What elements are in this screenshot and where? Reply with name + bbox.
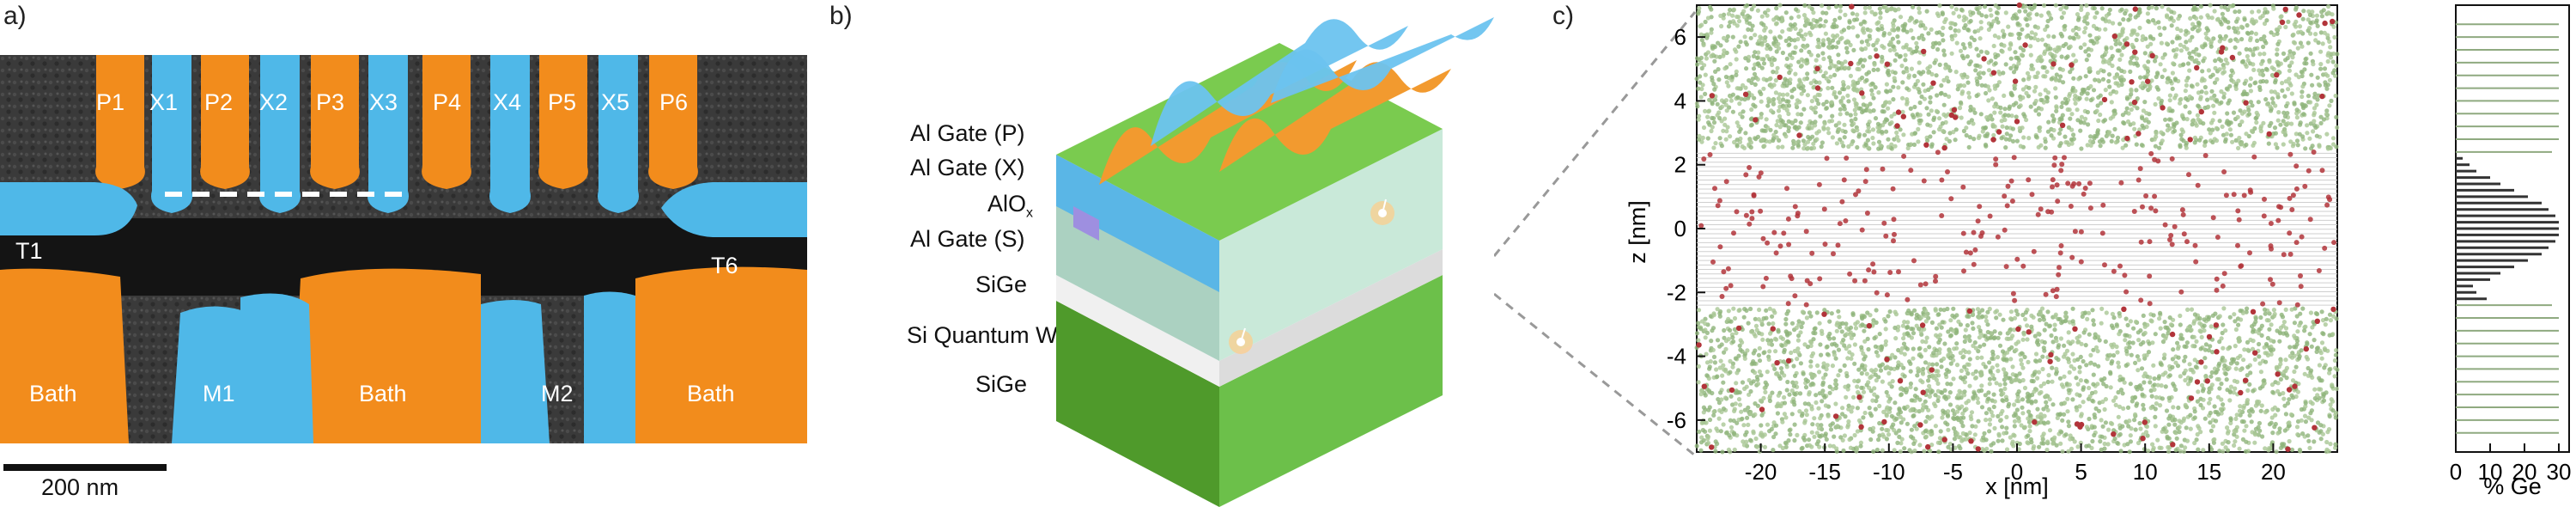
- layer-label-alox: AlOx: [987, 191, 1033, 221]
- scatter-y-tick-label: 6: [1674, 24, 1686, 50]
- gate-label-p4: P4: [433, 89, 461, 116]
- scatter-x-tick-label: -5: [1943, 459, 1963, 485]
- bath-gate-left: [0, 269, 129, 443]
- gate-label-x5: X5: [601, 89, 629, 116]
- scatter-x-tick-label: 5: [2075, 459, 2087, 485]
- plunger-gate-finger: [200, 55, 250, 189]
- scatter-x-tick-label: -15: [1808, 459, 1841, 485]
- scatter-y-tick-label: -2: [1667, 279, 1686, 305]
- exchange-gate-finger: [489, 55, 531, 213]
- scatter-x-tick-label: 10: [2133, 459, 2158, 485]
- gate-label-x1: X1: [149, 89, 178, 116]
- plunger-gate-finger: [422, 55, 471, 189]
- scatter-y-tick-label: 2: [1674, 152, 1686, 178]
- m2-label: M2: [541, 381, 574, 407]
- bath-gate-right: [635, 267, 807, 443]
- plunger-gate-finger: [538, 55, 588, 189]
- device-stack-illustration: [1048, 17, 1494, 507]
- m2-gate: [481, 300, 550, 443]
- bath-label-middle: Bath: [359, 381, 407, 407]
- layer-label-sige-top: SiGe: [975, 272, 1027, 298]
- exchange-gate-finger: [259, 55, 301, 213]
- m1-label: M1: [203, 381, 235, 407]
- exchange-gate-finger: [368, 55, 409, 213]
- m1-gate-edge: [240, 294, 313, 444]
- panel-b-label: b): [829, 2, 853, 31]
- scatter-y-tick-label: 0: [1674, 216, 1686, 241]
- panel-c-label: c): [1552, 2, 1574, 31]
- histogram-x-tick-label: 30: [2547, 459, 2572, 485]
- panel-a-label: a): [3, 2, 27, 31]
- tunnel-gate-t6: [661, 182, 807, 237]
- scale-bar: [3, 464, 167, 471]
- scatter-x-axis-label: x [nm]: [1985, 473, 2049, 499]
- gate-label-p5: P5: [548, 89, 576, 116]
- scatter-y-tick-label: 4: [1674, 88, 1686, 113]
- scatter-y-tick-label: -4: [1667, 344, 1686, 370]
- scatter-x-tick-label: -10: [1873, 459, 1905, 485]
- gate-label-p1: P1: [96, 89, 125, 116]
- scatter-y-tick-label: -6: [1667, 407, 1686, 433]
- exchange-gate-finger: [151, 55, 192, 213]
- layer-label-sige-bottom: SiGe: [975, 371, 1027, 398]
- scatter-y-axis-label: z [nm]: [1625, 200, 1650, 264]
- bath-label-left: Bath: [29, 381, 77, 407]
- tunnel-label-t6: T6: [711, 253, 738, 279]
- gate-label-p2: P2: [204, 89, 233, 116]
- histogram-x-tick-label: 0: [2450, 459, 2462, 485]
- scatter-x-tick-label: 15: [2196, 459, 2221, 485]
- gate-label-x2: X2: [259, 89, 288, 116]
- plunger-gate-finger: [648, 55, 698, 189]
- gate-label-p3: P3: [316, 89, 344, 116]
- bath-gate-middle: [292, 269, 481, 443]
- exchange-gate-finger: [598, 55, 639, 213]
- scatter-x-tick-label: -20: [1745, 459, 1777, 485]
- gate-label-x4: X4: [493, 89, 521, 116]
- plunger-gate-finger: [310, 55, 360, 189]
- scale-bar-label: 200 nm: [41, 474, 118, 501]
- layer-label-al-gate-s: Al Gate (S): [910, 226, 1025, 253]
- histogram-x-axis-label: % Ge: [2483, 473, 2542, 499]
- tunnel-label-t1: T1: [15, 238, 43, 265]
- scatter-x-tick-label: 20: [2261, 459, 2286, 485]
- gate-label-p6: P6: [659, 89, 688, 116]
- plunger-gate-finger: [95, 55, 145, 189]
- gate-label-x3: X3: [369, 89, 398, 116]
- tunnel-gate-t1: [0, 182, 137, 235]
- bath-label-right: Bath: [687, 381, 735, 407]
- layer-label-al-gate-x: Al Gate (X): [910, 155, 1025, 181]
- layer-label-al-gate-p: Al Gate (P): [910, 120, 1025, 147]
